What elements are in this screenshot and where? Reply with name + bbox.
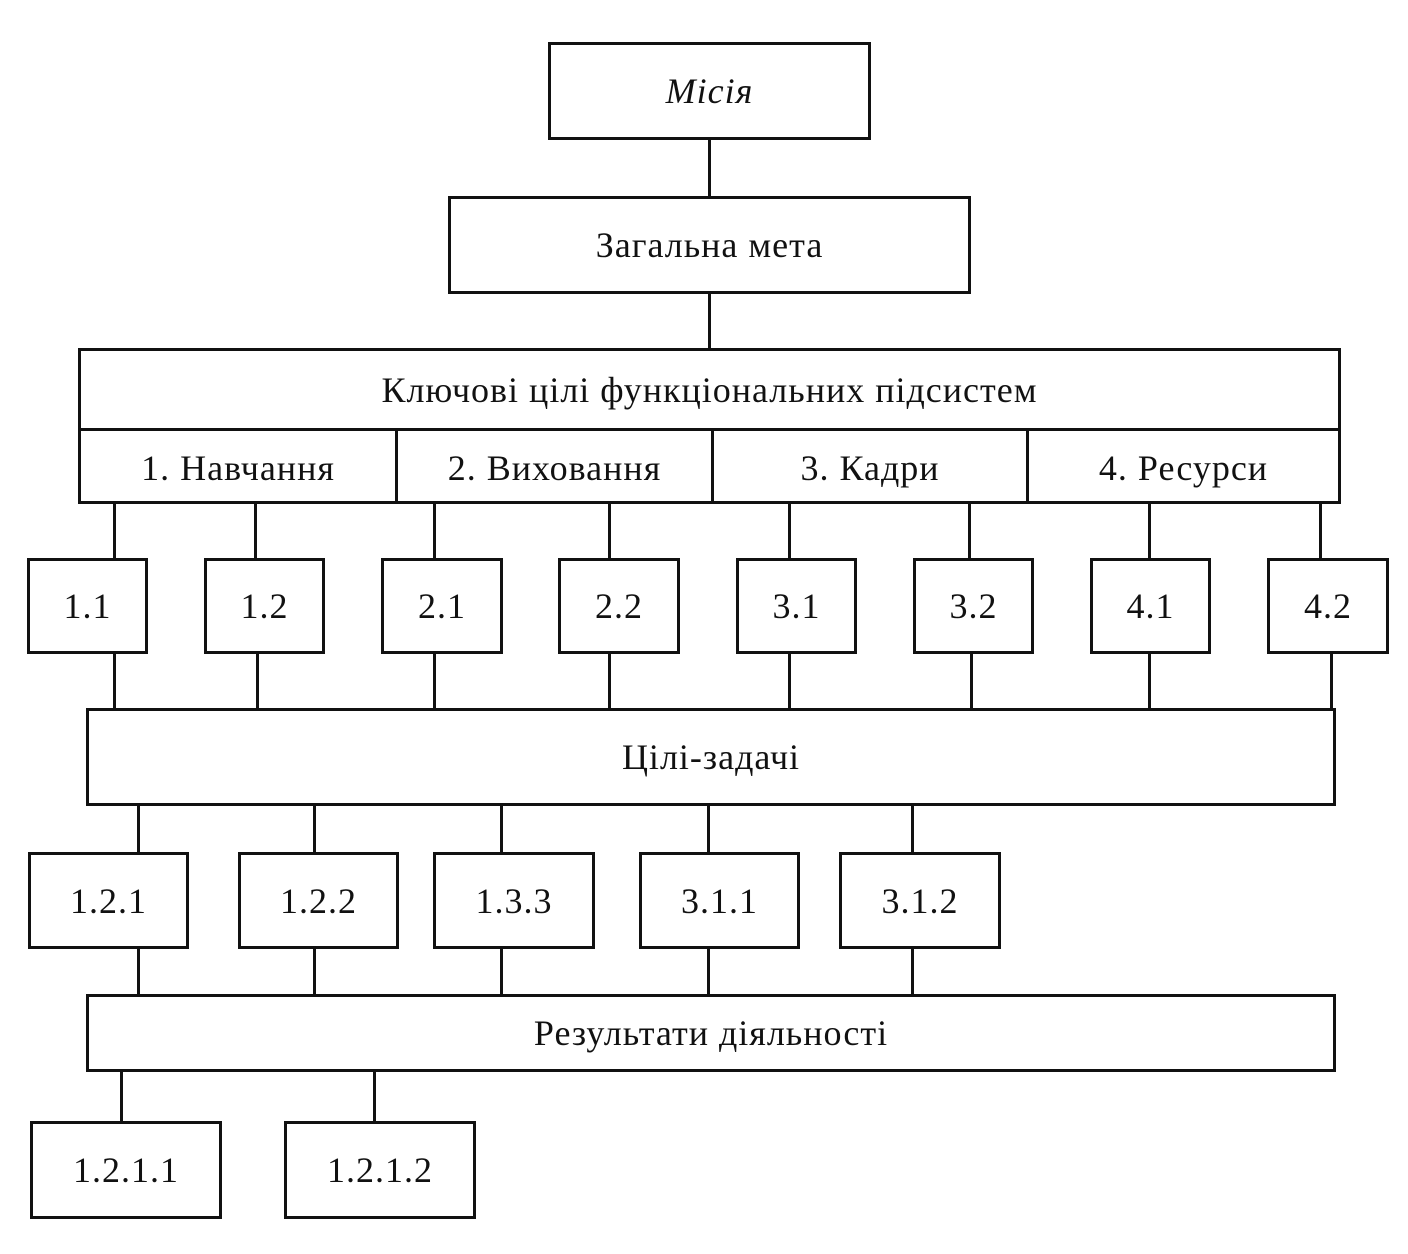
connector <box>137 804 140 854</box>
general-goal-box: Загальна мета <box>448 196 971 294</box>
connector <box>788 502 791 560</box>
subsystem-upbringing: 2. Виховання <box>447 447 662 488</box>
subsystem-divider <box>711 428 714 504</box>
tasks-box: Цілі-задачі <box>86 708 1336 806</box>
connector <box>1148 502 1151 560</box>
subsystem-divider <box>395 428 398 504</box>
connector <box>373 1070 376 1124</box>
task-item: 1.2.2 <box>238 852 399 949</box>
task-item: 3.1.2 <box>839 852 1001 949</box>
connector <box>256 652 259 710</box>
results-box: Результати діяльності <box>86 994 1336 1072</box>
mission-box: Місія <box>548 42 871 140</box>
result-item: 1.2.1.1 <box>30 1121 222 1219</box>
key-goals-title: Ключові цілі функціональних підсистем <box>381 369 1038 410</box>
connector <box>911 804 914 854</box>
connector <box>911 947 914 997</box>
key-goals-divider <box>81 428 1338 431</box>
task-item: 3.1.1 <box>639 852 800 949</box>
connector <box>1319 502 1322 560</box>
key-goal-item: 1.1 <box>27 558 148 654</box>
key-goal-item: 3.1 <box>736 558 857 654</box>
connector <box>137 947 140 997</box>
key-goal-item: 4.2 <box>1267 558 1389 654</box>
subsystem-resources: 4. Ресурси <box>1098 447 1269 488</box>
connector <box>608 502 611 560</box>
connector <box>433 502 436 560</box>
connector <box>1148 652 1151 710</box>
connector <box>113 502 116 560</box>
connector <box>608 652 611 710</box>
task-item: 1.3.3 <box>433 852 595 949</box>
key-goal-item: 2.1 <box>381 558 503 654</box>
connector <box>970 652 973 710</box>
connector <box>120 1070 123 1124</box>
connector <box>254 502 257 560</box>
key-goal-item: 3.2 <box>913 558 1034 654</box>
connector <box>500 947 503 997</box>
connector-mission-goal <box>708 138 711 198</box>
connector <box>433 652 436 710</box>
connector <box>313 947 316 997</box>
subsystem-learning: 1. Навчання <box>141 447 335 488</box>
key-goal-item: 1.2 <box>204 558 325 654</box>
connector <box>313 804 316 854</box>
connector <box>1330 652 1333 710</box>
subsystem-staff: 3. Кадри <box>800 447 940 488</box>
task-item: 1.2.1 <box>28 852 189 949</box>
connector <box>113 652 116 710</box>
key-goal-item: 2.2 <box>558 558 680 654</box>
connector <box>707 947 710 997</box>
connector <box>968 502 971 560</box>
connector <box>788 652 791 710</box>
subsystem-divider <box>1026 428 1029 504</box>
connector-goal-keygoals <box>708 292 711 350</box>
key-goal-item: 4.1 <box>1090 558 1211 654</box>
connector <box>500 804 503 854</box>
key-goals-box: Ключові цілі функціональних підсистем 1.… <box>78 348 1341 504</box>
result-item: 1.2.1.2 <box>284 1121 476 1219</box>
connector <box>707 804 710 854</box>
